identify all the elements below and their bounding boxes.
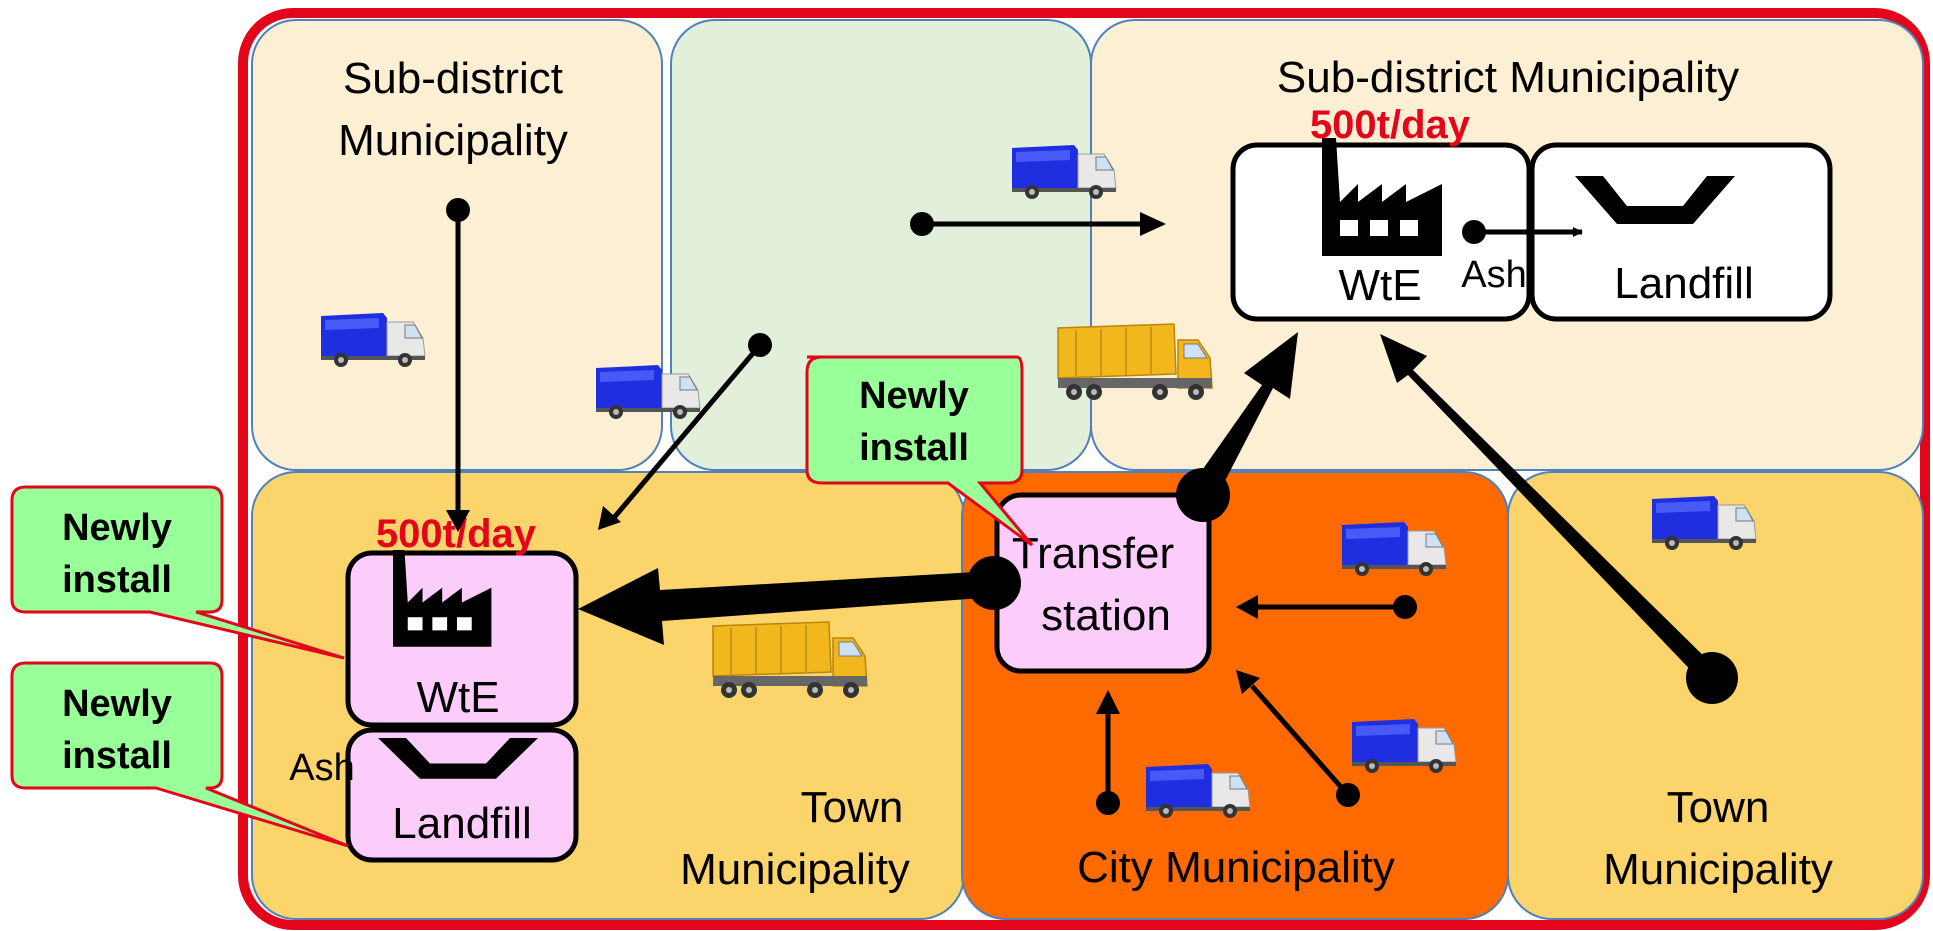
callout-landfill — [10, 661, 349, 848]
region-label-sub-district-left-2: Municipality — [338, 116, 568, 165]
landfill-existing-label: Landfill — [1614, 259, 1753, 308]
landfill-new-label: Landfill — [392, 799, 531, 848]
wte-existing-capacity: 500t/day — [1310, 103, 1471, 147]
arrowhead — [1140, 212, 1166, 236]
callout-landfill-line1: Newly — [62, 683, 172, 725]
flow-city-southeast-to-transfer — [1250, 684, 1350, 797]
transfer-station-label-2: station — [1041, 591, 1171, 640]
callout-transfer-line2: install — [859, 427, 969, 469]
arrowhead — [1096, 690, 1120, 714]
region-label-town-left-1: Town — [801, 783, 904, 832]
callout-wte — [10, 485, 345, 660]
flow-transfer-to-existing-wte — [1191, 332, 1298, 504]
flow-green-to-wte — [610, 343, 762, 522]
arrowhead — [1236, 670, 1260, 694]
flow-town-right-to-existing-wte — [1380, 334, 1720, 684]
arrowhead — [446, 510, 470, 532]
callout-transfer — [805, 355, 1034, 547]
transfer-station-box — [994, 492, 1212, 674]
wte-existing-label: WtE — [1338, 261, 1421, 310]
ash-existing-label: Ash — [1461, 254, 1526, 296]
region-label-city: City Municipality — [1077, 843, 1395, 892]
region-label-town-right-2: Municipality — [1603, 845, 1833, 894]
region-label-town-left-2: Municipality — [680, 845, 910, 894]
flow-transfer-to-new-wte — [578, 568, 996, 645]
region-label-town-right-1: Town — [1667, 783, 1770, 832]
region-label-sub-district-right: Sub-district Municipality — [1277, 53, 1739, 102]
callout-wte-line2: install — [62, 559, 172, 601]
callout-transfer-line1: Newly — [859, 375, 969, 417]
wte-new-label: WtE — [416, 673, 499, 722]
arrowhead — [1236, 595, 1258, 619]
transfer-station-label-1: Transfer — [1012, 529, 1174, 578]
callout-wte-line1: Newly — [62, 507, 172, 549]
arrowhead — [598, 506, 621, 530]
callout-landfill-line2: install — [62, 735, 172, 777]
region-label-sub-district-left-1: Sub-district — [343, 54, 563, 103]
ash-new-label: Ash — [289, 747, 354, 789]
